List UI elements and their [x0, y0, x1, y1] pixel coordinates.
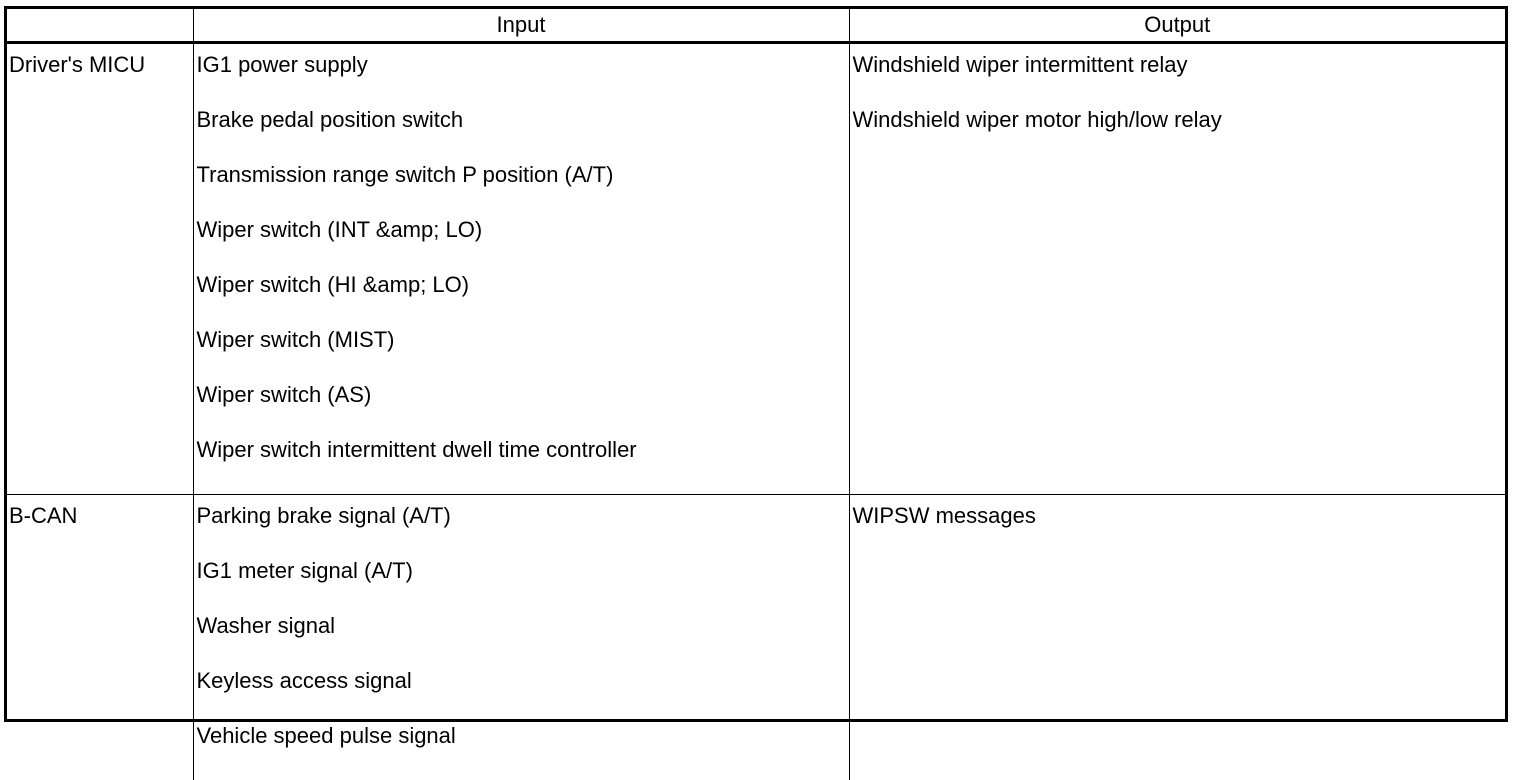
header-input: Input: [192, 9, 850, 44]
header-output: Output: [848, 9, 1505, 44]
input-signal: Wiper switch (MIST): [196, 326, 395, 352]
input-signal: Wiper switch intermittent dwell time con…: [196, 436, 637, 462]
input-signal-list: IG1 power supply Brake pedal position sw…: [194, 44, 849, 494]
header-system: [7, 9, 194, 44]
io-table: Input Output Driver's MICU IG1 power sup…: [7, 9, 1505, 780]
input-signal: Parking brake signal (A/T): [196, 502, 451, 528]
io-table-frame: Input Output Driver's MICU IG1 power sup…: [4, 6, 1508, 780]
input-signal: IG1 power supply: [196, 51, 368, 77]
input-signal: Keyless access signal: [196, 667, 412, 693]
input-cell: IG1 power supply Brake pedal position sw…: [192, 42, 850, 495]
system-cell: Driver's MICU: [7, 42, 194, 495]
input-signal: Transmission range switch P position (A/…: [196, 161, 614, 187]
output-signal-list: Windshield wiper intermittent relay Wind…: [850, 44, 1506, 164]
system-label: Driver's MICU: [9, 51, 146, 77]
output-signal: Windshield wiper intermittent relay: [852, 51, 1188, 77]
table-row-drivers-micu: Driver's MICU IG1 power supply Brake ped…: [7, 42, 1506, 495]
input-signal: Washer signal: [196, 612, 336, 638]
output-signal-list: WIPSW messages: [850, 495, 1506, 560]
input-signal-list: Parking brake signal (A/T) IG1 meter sig…: [194, 495, 849, 780]
output-signal: WIPSW messages: [852, 502, 1036, 528]
input-signal: Wiper switch (AS): [196, 381, 372, 407]
table-row-b-can: B-CAN Parking brake signal (A/T) IG1 met…: [7, 493, 1506, 780]
input-cell: Parking brake signal (A/T) IG1 meter sig…: [192, 493, 850, 780]
input-signal: Wiper switch (HI &amp; LO): [196, 271, 470, 297]
input-signal: IG1 meter signal (A/T): [196, 557, 413, 583]
input-signal: Vehicle speed pulse signal: [196, 722, 456, 748]
system-label: B-CAN: [9, 502, 78, 528]
system-cell: B-CAN: [7, 493, 194, 780]
output-cell: WIPSW messages: [848, 493, 1506, 780]
output-signal: Windshield wiper motor high/low relay: [852, 106, 1222, 132]
table-header-row: Input Output: [7, 9, 1505, 44]
input-signal: Wiper switch (INT &amp; LO): [196, 216, 483, 242]
input-signal: Brake pedal position switch: [196, 106, 464, 132]
output-cell: Windshield wiper intermittent relay Wind…: [848, 42, 1506, 495]
